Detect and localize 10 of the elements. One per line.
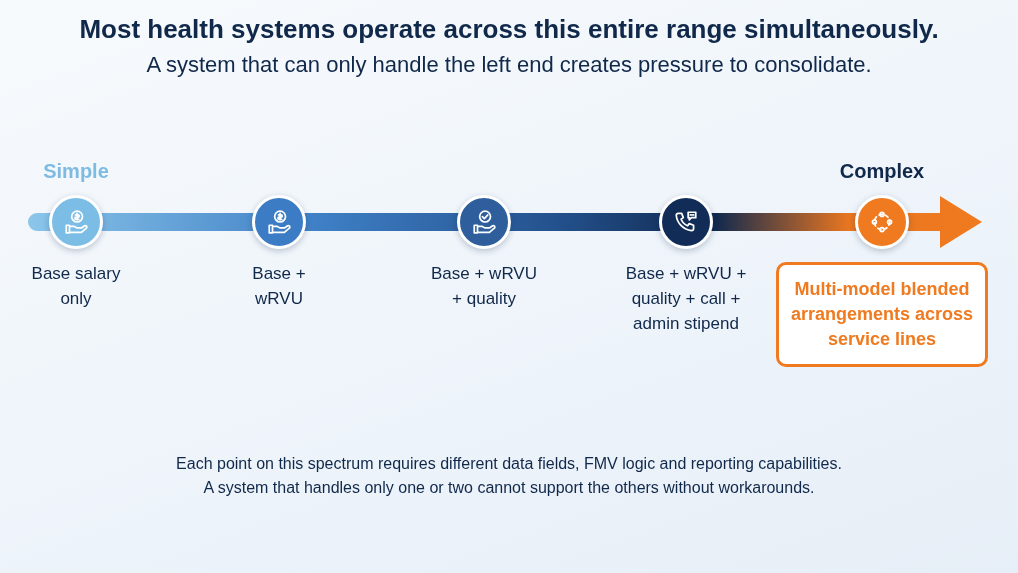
point-label: Base salary only	[30, 263, 122, 310]
scale-label: Complex	[839, 160, 925, 183]
caption: Each point on this spectrum requires different data fields, FMV logic and reporting capabilities. A system that handles only one or two cannot support the others without workarounds.	[175, 454, 843, 498]
highlight-box: Multi-model blended arrangements across service lines	[776, 262, 988, 367]
point-label: Base + wRVU + quality + call + admin stipend	[625, 263, 747, 335]
subtitle: A system that can only handle the left end creates pressure to consolidate.	[145, 52, 873, 78]
scale-label: Simple	[43, 160, 109, 183]
point-label: Base + wRVU + quality	[430, 263, 538, 310]
point-label: Base + wRVU	[251, 263, 307, 310]
title: Most health systems operate across this entire range simultaneously.	[78, 14, 940, 45]
